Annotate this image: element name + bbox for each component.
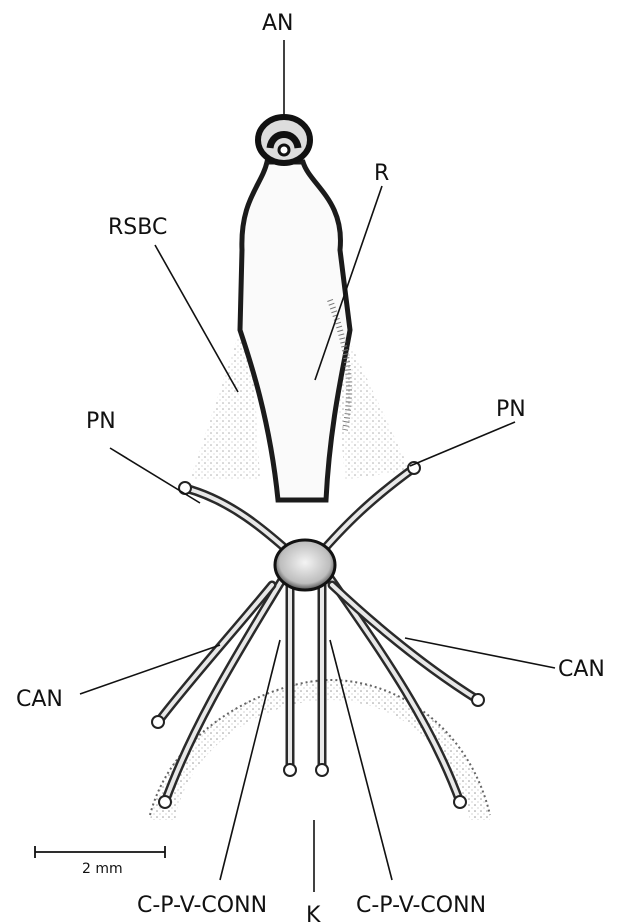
leader-pn-right [410, 422, 515, 466]
central-ganglion [275, 540, 335, 590]
leader-cpv-right [330, 640, 392, 880]
label-pn-right: PN [496, 397, 526, 422]
label-can-right: CAN [558, 657, 605, 682]
label-an: AN [262, 11, 294, 36]
scale-bar: 2 mm [35, 846, 165, 877]
label-can-left: CAN [16, 687, 63, 712]
leader-rsbc [155, 245, 238, 392]
label-cpv-right: C-P-V-CONN [356, 893, 486, 918]
label-rsbc: RSBC [108, 215, 167, 240]
label-pn-left: PN [86, 409, 116, 434]
leader-pn-left [110, 448, 200, 503]
label-cpv-left: C-P-V-CONN [137, 893, 267, 918]
scale-bar-label: 2 mm [82, 861, 123, 877]
label-r: R [374, 161, 389, 186]
label-k: K [306, 903, 321, 922]
